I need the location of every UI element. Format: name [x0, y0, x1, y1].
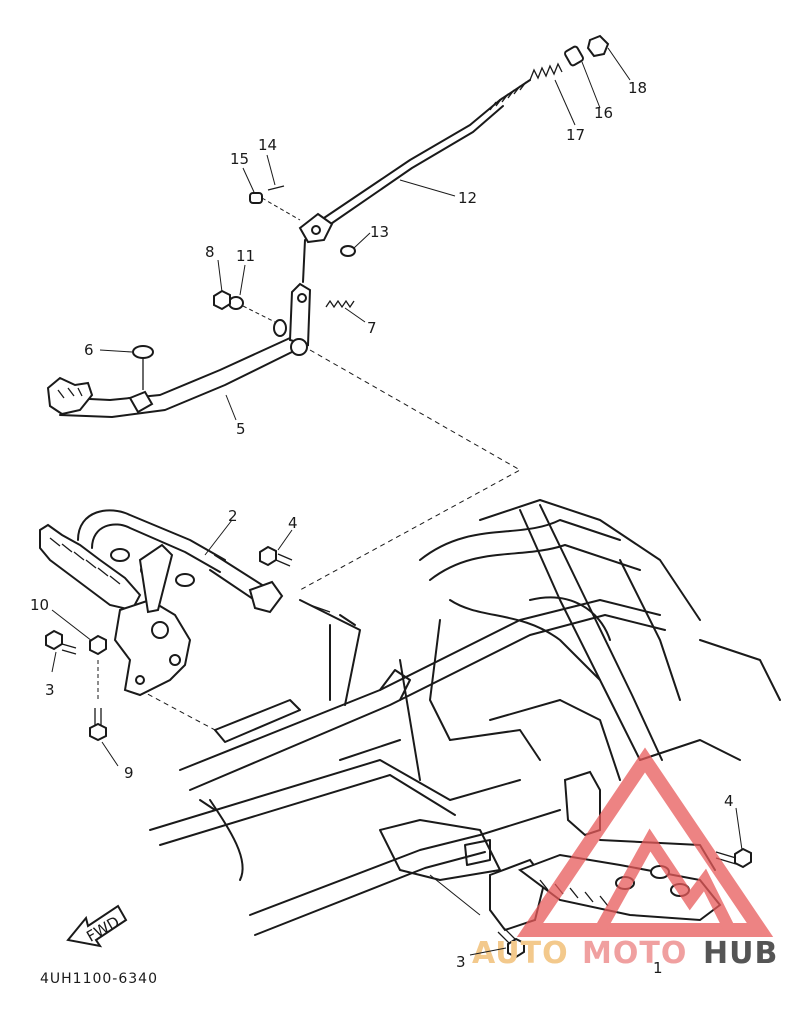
brake-pedal	[46, 282, 312, 418]
watermark-text-auto: AUTO	[472, 936, 569, 971]
callout-2: 2	[228, 507, 238, 525]
callout-3-left: 3	[45, 681, 55, 699]
callout-12: 12	[458, 189, 477, 207]
callout-4-right: 4	[724, 792, 734, 810]
callout-11: 11	[236, 247, 255, 265]
part-code: 4UH1100-6340	[40, 971, 158, 987]
watermark-logo	[516, 747, 774, 937]
vehicle-frame	[149, 499, 781, 936]
callout-9: 9	[124, 764, 134, 782]
callout-5: 5	[236, 420, 246, 438]
callout-17: 17	[566, 126, 585, 144]
callout-10: 10	[30, 596, 49, 614]
guide-line	[299, 349, 522, 591]
callout-numbers: 1 2 3 3 4 4 5 6 7 8 9 10 11 12 13 14 15 …	[30, 79, 734, 977]
callout-18: 18	[628, 79, 647, 97]
callout-13: 13	[370, 223, 389, 241]
callout-16: 16	[594, 104, 613, 122]
footrest-left	[39, 509, 293, 742]
callout-1: 1	[653, 959, 663, 977]
callout-6: 6	[84, 341, 94, 359]
callout-14: 14	[258, 136, 277, 154]
brake-rod-assembly	[249, 34, 610, 309]
watermark-text-hub: HUB	[703, 936, 778, 971]
callout-leaders	[51, 47, 743, 956]
watermark-text-moto: MOTO	[582, 936, 687, 971]
callout-8: 8	[205, 243, 215, 261]
callout-4-left: 4	[288, 514, 298, 532]
callout-3-right: 3	[456, 953, 466, 971]
forward-arrow-icon: FWD	[66, 904, 128, 948]
callout-7: 7	[367, 319, 377, 337]
callout-15: 15	[230, 150, 249, 168]
